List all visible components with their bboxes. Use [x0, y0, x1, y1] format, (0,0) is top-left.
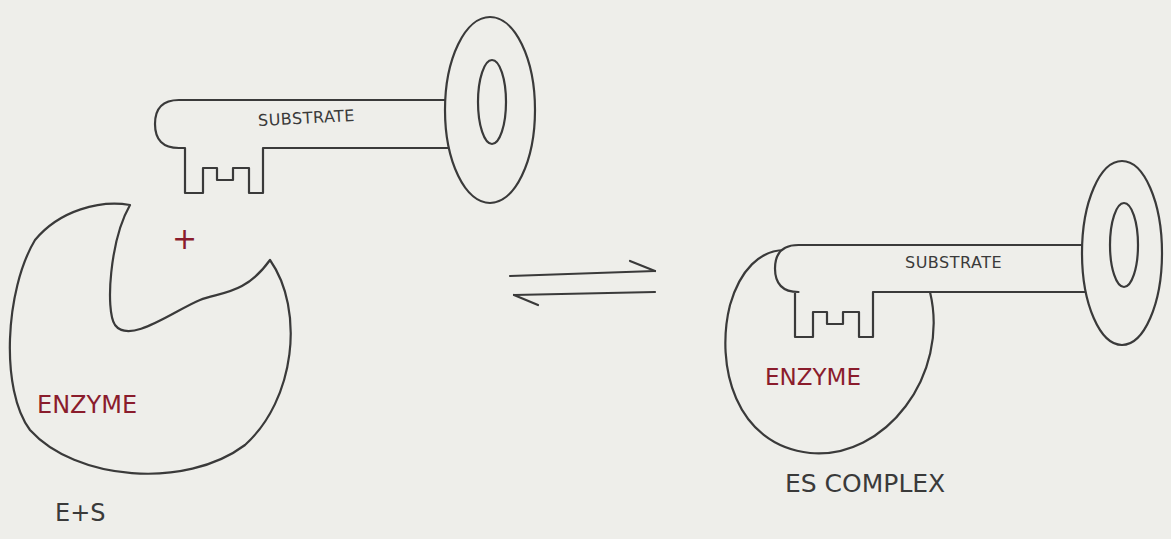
enzyme-outline — [715, 205, 945, 460]
harpoon-pair — [510, 261, 655, 305]
substrate-key: SUBSTRATE — [150, 8, 550, 213]
enzyme-outline-path — [10, 204, 291, 474]
key-shaft — [775, 245, 1097, 337]
key-bow — [1082, 161, 1162, 345]
enzyme-outline — [5, 200, 305, 485]
enzyme-shape: ENZYME — [715, 205, 945, 460]
enzyme-shape: ENZYME — [5, 200, 305, 485]
substrate-key: SUBSTRATE — [770, 148, 1170, 348]
key-bow-hole — [478, 60, 506, 144]
plus-sign: + — [172, 222, 197, 255]
key-bow-hole — [1110, 203, 1138, 287]
key-shaft — [155, 100, 460, 193]
reverse-harpoon-barb — [514, 295, 538, 305]
state-label: E+S — [55, 500, 106, 526]
enzyme-label: ENZYME — [37, 392, 137, 418]
key-outline — [770, 148, 1170, 348]
substrate-label: SUBSTRATE — [905, 254, 1002, 272]
forward-harpoon-barb — [630, 261, 655, 271]
key-bow — [445, 17, 535, 203]
enzyme-label: ENZYME — [765, 365, 861, 390]
state-label: ES COMPLEX — [785, 470, 945, 498]
forward-harpoon-line — [510, 271, 655, 276]
reverse-harpoon-line — [514, 292, 655, 295]
